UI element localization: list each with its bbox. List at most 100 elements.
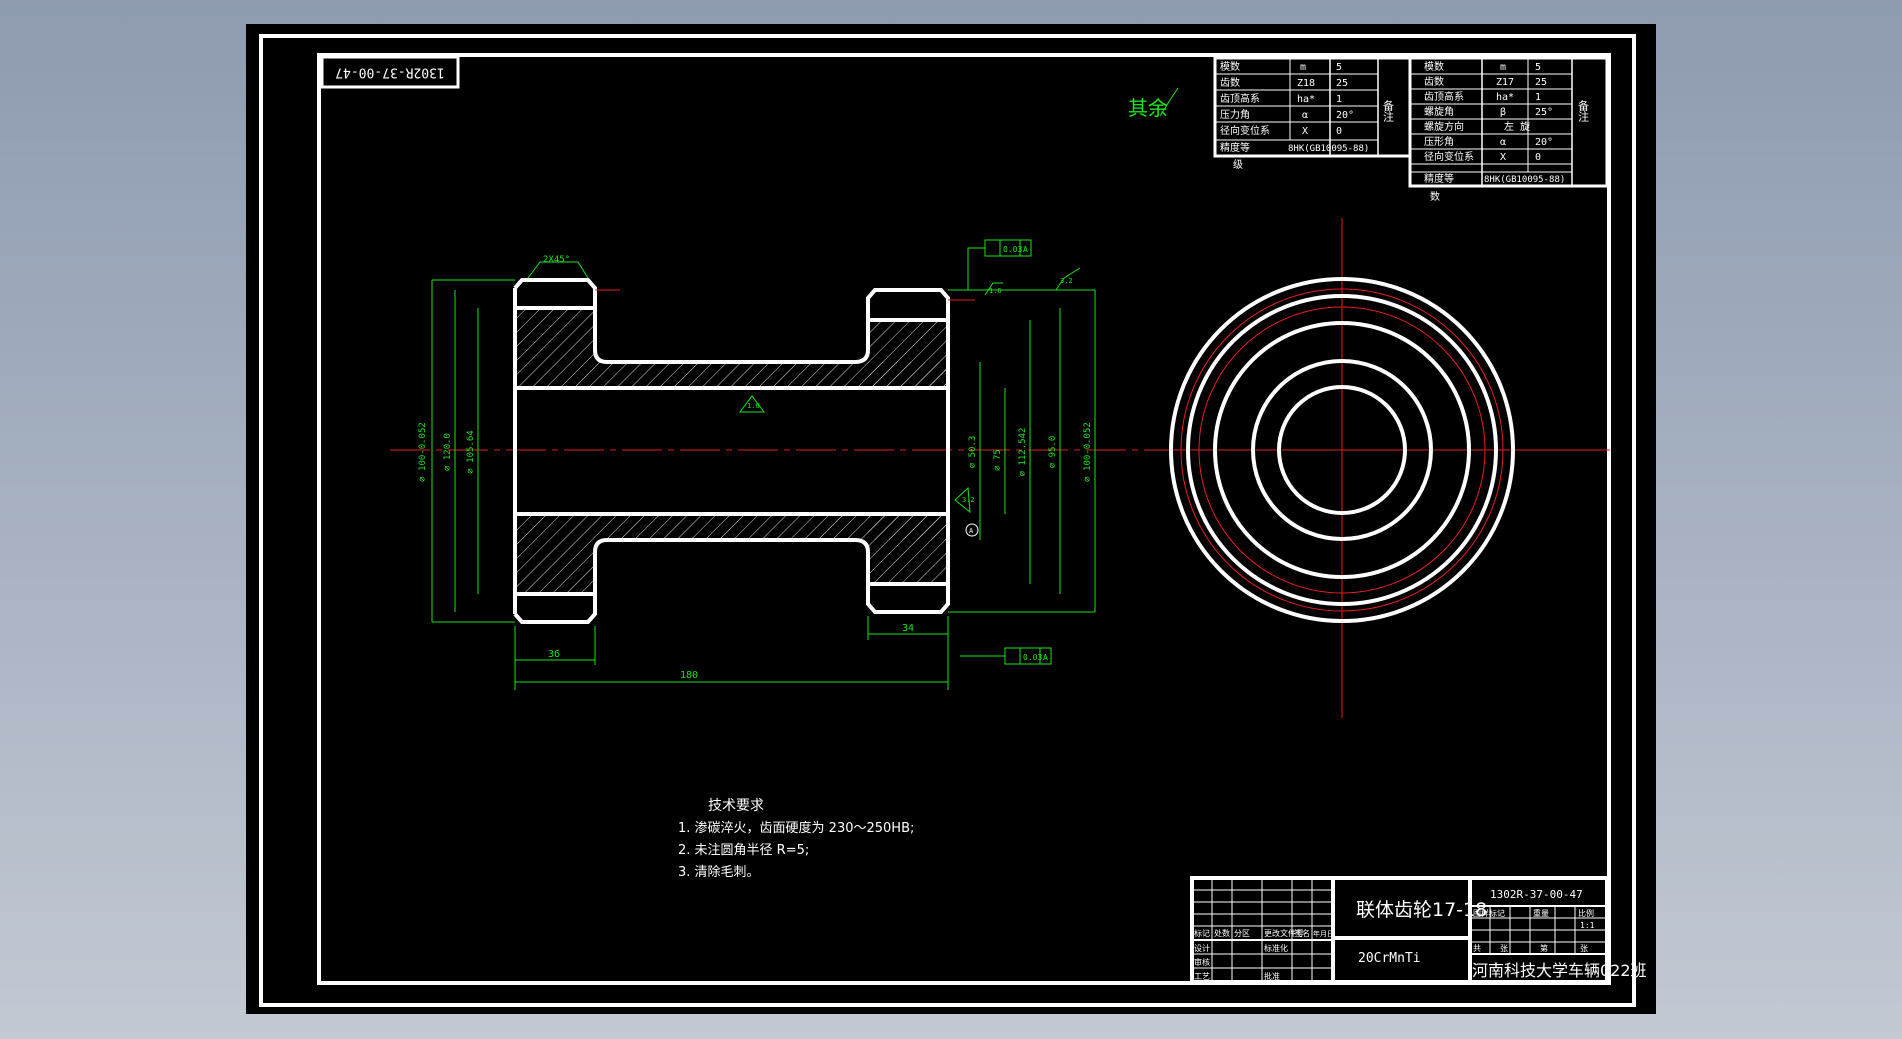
inner-frame — [317, 53, 1611, 985]
roughness-symbol — [1159, 87, 1179, 117]
svg-text:25: 25 — [1336, 78, 1348, 89]
dim-right-4: ⌀ 95.0 — [1048, 436, 1058, 469]
svg-text:精度等: 精度等 — [1424, 172, 1454, 185]
tech-item-2: 2. 未注圆角半径 R=5; — [678, 843, 809, 858]
section-view — [390, 278, 1150, 624]
svg-text:8HK(GB10095-88): 8HK(GB10095-88) — [1288, 144, 1369, 154]
tolerance-frame-top: 0.03 A — [967, 239, 1032, 290]
svg-text:张: 张 — [1580, 944, 1588, 953]
svg-text:螺旋角: 螺旋角 — [1424, 105, 1454, 118]
dim-right-1: ⌀ 50.3 — [968, 436, 978, 469]
svg-text:张: 张 — [1500, 944, 1508, 953]
drawing-paper — [246, 24, 1656, 1014]
svg-text:Z17: Z17 — [1496, 77, 1514, 88]
svg-text:0: 0 — [1535, 152, 1541, 163]
svg-text:齿顶高系: 齿顶高系 — [1220, 92, 1260, 105]
part-name: 联体齿轮17-18 — [1356, 899, 1487, 921]
surface-note: 其余 — [1128, 96, 1168, 120]
svg-text:签名: 签名 — [1294, 928, 1310, 938]
svg-text:20°: 20° — [1535, 137, 1553, 148]
technical-requirements: 技术要求 1. 渗碳淬火，齿面硬度为 230～250HB; 2. 未注圆角半径 … — [678, 798, 914, 880]
svg-text:压力角: 压力角 — [1220, 108, 1250, 121]
dim-right-2: ⌀ 75 — [993, 449, 1003, 471]
svg-text:工艺: 工艺 — [1194, 972, 1210, 981]
dim-right-5: ⌀ 100-0.052 — [1083, 422, 1093, 482]
tolerance-frame-bottom: 0.03 A — [960, 647, 1052, 665]
tech-item-3: 3. 清除毛刺。 — [678, 865, 760, 880]
dim-right-hub: 34 — [902, 623, 914, 634]
svg-text:5: 5 — [1535, 62, 1541, 73]
dim-left-hub: 36 — [548, 649, 560, 660]
svg-text:齿数: 齿数 — [1220, 76, 1240, 89]
drawing-number-box — [320, 55, 460, 89]
svg-text:0.03: 0.03 — [1003, 245, 1022, 254]
dim-total-length: 180 — [680, 670, 698, 681]
svg-text:α: α — [1500, 137, 1506, 148]
svg-text:20°: 20° — [1336, 110, 1354, 121]
school-name: 河南科技大学车辆022班 — [1472, 961, 1647, 980]
roughness-marks: 1.6 3.2 1.6 3.2 A — [739, 267, 1081, 537]
svg-text:压形角: 压形角 — [1424, 136, 1454, 148]
svg-text:ha*: ha* — [1297, 94, 1315, 105]
material: 20CrMnTi — [1358, 951, 1421, 966]
dimension-lines — [431, 279, 1096, 690]
svg-text:Z18: Z18 — [1297, 78, 1315, 89]
svg-text:3.2: 3.2 — [1060, 277, 1073, 285]
svg-text:齿顶高系: 齿顶高系 — [1424, 90, 1464, 103]
dim-right-3: ⌀ 112.542 — [1018, 428, 1028, 477]
svg-text:模数: 模数 — [1424, 60, 1444, 73]
svg-text:比例: 比例 — [1578, 908, 1594, 918]
gear-parameter-table-2: 模数 m 5 齿数 Z17 25 齿顶高系 ha* 1 螺旋角 β 25° 螺旋… — [1408, 56, 1609, 203]
svg-text:1:1: 1:1 — [1580, 921, 1595, 930]
svg-text:0.03: 0.03 — [1023, 653, 1042, 662]
svg-text:X: X — [1302, 126, 1308, 137]
svg-text:标记: 标记 — [1194, 928, 1210, 938]
svg-text:图样标记: 图样标记 — [1473, 908, 1505, 918]
dim-left-3: ⌀ 105.64 — [466, 430, 476, 473]
svg-text:A: A — [1023, 245, 1028, 254]
svg-text:共: 共 — [1473, 944, 1481, 953]
svg-text:审核: 审核 — [1194, 957, 1210, 967]
svg-text:1.6: 1.6 — [989, 287, 1002, 295]
svg-text:1.6: 1.6 — [747, 402, 760, 410]
svg-text:0: 0 — [1336, 126, 1342, 137]
end-view — [1150, 218, 1610, 718]
svg-text:α: α — [1302, 110, 1308, 121]
chamfer-note: 2X45° — [543, 255, 570, 265]
svg-text:径向变位系: 径向变位系 — [1220, 124, 1270, 137]
tech-title: 技术要求 — [708, 798, 764, 814]
drawing-number-rotated: 1302R-37-00-47 — [335, 65, 445, 80]
tech-item-1: 1. 渗碳淬火，齿面硬度为 230～250HB; — [678, 820, 914, 836]
dim-left-outer: ⌀ 100-0.052 — [418, 422, 428, 482]
svg-text:螺旋方向: 螺旋方向 — [1424, 120, 1464, 133]
svg-text:径向变位系: 径向变位系 — [1424, 150, 1474, 163]
svg-text:1: 1 — [1336, 94, 1342, 105]
svg-text:8HK(GB10095-88): 8HK(GB10095-88) — [1484, 175, 1565, 185]
svg-text:左 旋: 左 旋 — [1504, 120, 1530, 133]
svg-text:m: m — [1300, 62, 1306, 73]
svg-text:β: β — [1500, 107, 1506, 118]
svg-text:A: A — [969, 527, 974, 535]
svg-text:标准化: 标准化 — [1264, 943, 1288, 953]
svg-text:批准: 批准 — [1264, 971, 1280, 981]
svg-text:更改文件号: 更改文件号 — [1264, 928, 1304, 938]
svg-text:m: m — [1500, 62, 1506, 73]
svg-text:数: 数 — [1430, 190, 1440, 203]
svg-text:ha*: ha* — [1496, 92, 1514, 103]
svg-text:X: X — [1500, 152, 1506, 163]
svg-text:模数: 模数 — [1220, 60, 1240, 73]
svg-text:3.2: 3.2 — [962, 496, 975, 504]
svg-text:1: 1 — [1535, 92, 1541, 103]
gear-parameter-table-1: 模数 m 5 齿数 Z18 25 齿顶高系 ha* 1 压力角 α 20° 径向… — [1213, 56, 1412, 171]
svg-text:处数: 处数 — [1214, 928, 1230, 938]
svg-text:齿数: 齿数 — [1424, 75, 1444, 88]
svg-text:精度等: 精度等 — [1220, 141, 1250, 154]
svg-text:5: 5 — [1336, 62, 1342, 73]
svg-text:备注: 备注 — [1577, 99, 1590, 122]
svg-text:第: 第 — [1540, 943, 1548, 953]
svg-text:A: A — [1043, 653, 1048, 662]
drawing-number: 1302R-37-00-47 — [1490, 888, 1583, 901]
dim-left-2: ⌀ 120.0 — [443, 433, 453, 471]
svg-text:设计: 设计 — [1194, 943, 1210, 953]
